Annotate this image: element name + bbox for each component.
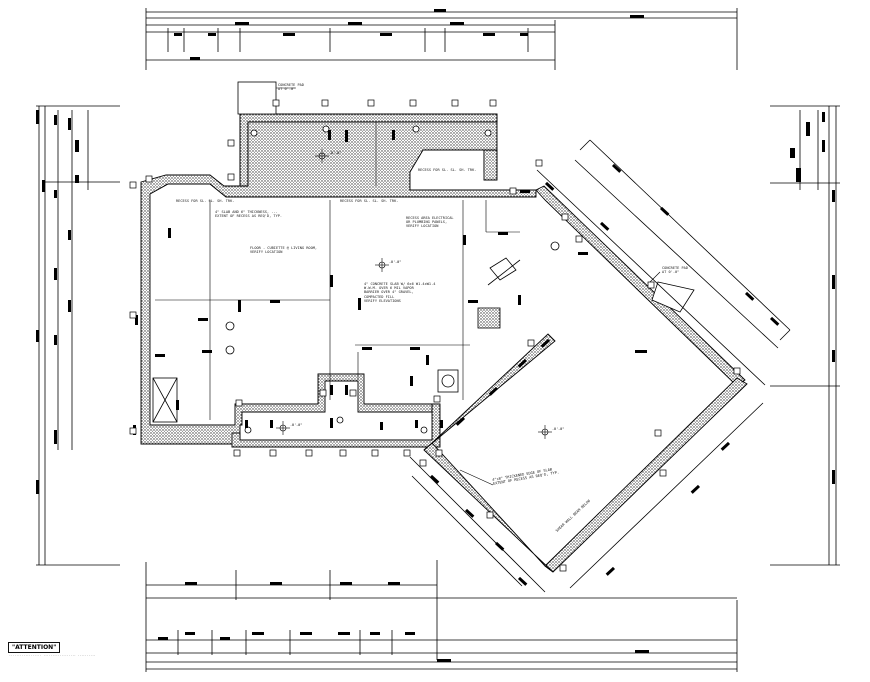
recess-note-left: RECESS FOR SL. SL. SH. TRK.: [176, 199, 235, 203]
wall-inner-lines: [149, 122, 520, 426]
left-dimension-labels: [36, 110, 79, 494]
elevation-markers: [276, 149, 552, 439]
right-dimension-lines: [770, 105, 840, 566]
concrete-pads: [237, 81, 695, 393]
bottom-dimension-labels: [158, 582, 649, 662]
top-dimension-labels: [174, 9, 644, 60]
svg-text:-0'-0": -0'-0": [290, 423, 302, 427]
recess-note-center: RECESS FOR SL. SL. SH. TRK.: [340, 199, 399, 203]
electrical-panel-note: RECESS AREA ELECTRICAL OR PLUMBING PANEL…: [406, 216, 454, 229]
grid-reference-markers: [129, 99, 741, 572]
foundation-walls: [140, 113, 748, 573]
elevation-marker-labels: -0'-0" -0'-0" -0'-0" -0'-0": [290, 151, 564, 431]
svg-text:-0'-0": -0'-0": [329, 151, 341, 155]
svg-text:-0'-0": -0'-0": [552, 427, 564, 431]
leader-lines: [276, 87, 661, 486]
concrete-pad-note-right: CONCRETE PAD AT 0'-0": [662, 266, 688, 275]
bottom-dimension-lines: [145, 560, 738, 672]
wing-dimension-labels: [429, 163, 780, 586]
attention-callout: "ATTENTION": [8, 642, 61, 653]
recess-note-right: RECESS FOR SL. SL. SH. TRK.: [418, 168, 477, 172]
stair-detail: [152, 257, 521, 423]
slab-edge-note: 4" SLAB AND 6" THICKNESS, ... EXTENT OF …: [215, 210, 283, 219]
living-room-floor-note: FLOOR - CUBIETTE @ LIVING ROOM, VERIFY L…: [250, 246, 318, 255]
interior-dimension-labels: [133, 130, 588, 435]
top-dimension-lines: [145, 8, 738, 70]
attention-callout-text: .................. .................. ..…: [9, 653, 96, 657]
wing-dimension-lines: [409, 139, 791, 593]
right-dimension-labels: [790, 112, 835, 484]
left-dimension-lines: [36, 105, 120, 566]
svg-text:-0'-0": -0'-0": [389, 260, 401, 264]
concrete-pad-note-top: CONCRETE PAD AT 0'-0": [278, 83, 304, 92]
slab-spec-note: 4" CONCRETE SLAB W/ 6x6 W1.4xW1.4 W.W.M.…: [364, 282, 436, 303]
fixture-circles: [225, 125, 560, 434]
